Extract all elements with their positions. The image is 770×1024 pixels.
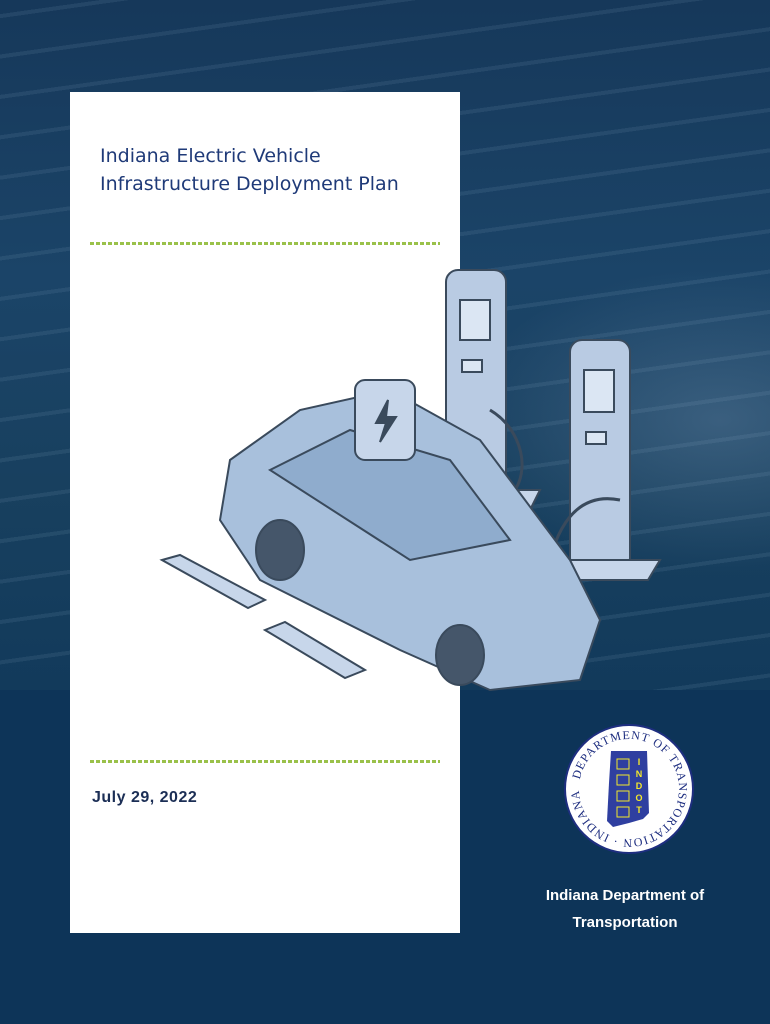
svg-text:O: O	[635, 793, 642, 803]
svg-text:I: I	[638, 757, 641, 767]
publication-date: July 29, 2022	[92, 789, 198, 806]
lightning-bubble-icon	[354, 379, 416, 461]
indot-seal-logo: DEPARTMENT OF TRANSPORTATION · INDIANA I…	[564, 724, 694, 854]
title-line-1: Indiana Electric Vehicle	[100, 145, 321, 167]
document-title: Indiana Electric Vehicle Infrastructure …	[100, 142, 399, 198]
organization-line-1: Indiana Department of	[545, 887, 705, 904]
organization-line-2: Transportation	[572, 914, 678, 931]
divider-top	[90, 242, 440, 245]
svg-text:D: D	[636, 781, 643, 791]
ev-charging-illustration	[159, 269, 662, 692]
title-line-2: Infrastructure Deployment Plan	[100, 173, 399, 195]
svg-text:N: N	[636, 769, 643, 779]
charging-pads	[159, 553, 368, 680]
organization-name: Indiana Department of Transportation	[520, 882, 730, 936]
charger-2	[540, 339, 662, 581]
svg-text:T: T	[636, 805, 642, 815]
divider-bottom	[90, 760, 440, 763]
